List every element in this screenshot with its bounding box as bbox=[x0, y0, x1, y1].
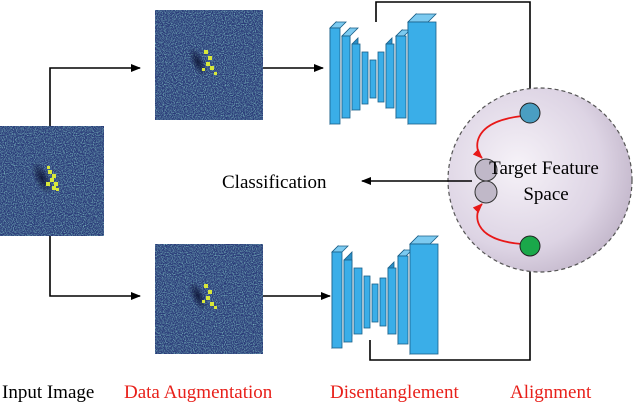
feedback-arrow-top bbox=[472, 115, 523, 159]
feature-node-lower-left bbox=[474, 180, 498, 204]
stage-label-alignment: Alignment bbox=[510, 382, 592, 403]
feature-node-bottom bbox=[519, 235, 541, 257]
arrow-net-bottom-to-sphere bbox=[369, 261, 534, 361]
stage-label-data-augmentation: Data Augmentation bbox=[124, 382, 273, 403]
input-image bbox=[0, 126, 104, 236]
augmented-image-top bbox=[155, 10, 263, 120]
arrow-input-to-aug-bottom bbox=[49, 236, 141, 300]
network-bottom bbox=[331, 235, 439, 355]
stage-label-disentanglement: Disentanglement bbox=[330, 382, 459, 403]
target-feature-space bbox=[447, 87, 633, 273]
arrow-net-top-to-sphere bbox=[375, 1, 534, 101]
network-top bbox=[329, 13, 437, 125]
arrow-input-to-aug-top bbox=[49, 64, 141, 126]
classification-label: Classification bbox=[222, 172, 327, 193]
target-feature-label-line1: Target Feature bbox=[489, 158, 599, 179]
target-feature-label-line2: Space bbox=[523, 184, 568, 205]
feedback-arrow-bottom bbox=[472, 203, 523, 245]
feature-node-top bbox=[519, 102, 541, 124]
stage-label-input-image: Input Image bbox=[2, 382, 94, 403]
augmented-image-bottom bbox=[155, 244, 263, 354]
